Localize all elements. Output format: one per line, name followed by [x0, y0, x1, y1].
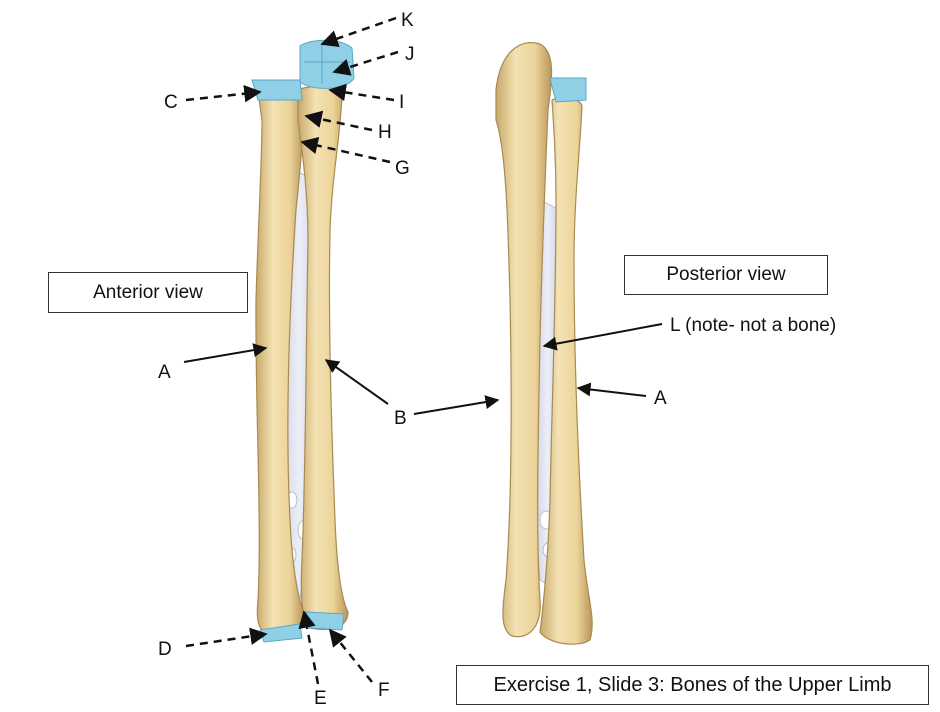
label-l: L (note- not a bone)	[670, 315, 836, 336]
label-c: C	[164, 92, 178, 113]
label-g: G	[395, 158, 410, 179]
cartilage-f	[305, 611, 345, 631]
label-d: D	[158, 639, 172, 660]
leader-c	[185, 84, 262, 103]
leader-a-left	[183, 343, 268, 363]
leader-e	[298, 610, 320, 685]
radius-posterior	[539, 97, 593, 645]
posterior-forearm	[495, 42, 593, 645]
ulna-posterior	[495, 42, 553, 638]
radius-anterior	[297, 86, 349, 631]
label-a-left: A	[158, 362, 171, 383]
label-a-right: A	[654, 388, 667, 409]
leader-i	[328, 83, 395, 102]
label-j: J	[405, 44, 415, 65]
cartilage-c	[251, 79, 303, 101]
anterior-view-label: Anterior view	[48, 272, 248, 313]
anterior-forearm	[251, 39, 355, 643]
leader-k	[320, 16, 397, 48]
leader-f	[328, 628, 373, 683]
slide-caption: Exercise 1, Slide 3: Bones of the Upper …	[456, 665, 929, 705]
cartilage-posterior-top	[549, 77, 587, 103]
leader-g	[300, 136, 391, 164]
label-b: B	[394, 408, 407, 429]
leader-l	[542, 323, 663, 351]
leader-j	[332, 50, 399, 76]
labels: K J I H G C A B D E F L (note- not a bon…	[158, 10, 836, 709]
leader-b-anterior	[324, 359, 389, 405]
label-k: K	[401, 10, 414, 31]
leader-h	[304, 110, 373, 132]
label-i: I	[399, 92, 404, 113]
posterior-view-label: Posterior view	[624, 255, 828, 295]
label-h: H	[378, 122, 392, 143]
label-e: E	[314, 688, 327, 709]
leader-d	[185, 627, 268, 648]
leader-lines	[183, 16, 663, 685]
cartilage-kj	[299, 39, 355, 89]
leader-a-right	[576, 382, 647, 397]
label-f: F	[378, 680, 390, 701]
leader-b-posterior	[413, 395, 500, 415]
